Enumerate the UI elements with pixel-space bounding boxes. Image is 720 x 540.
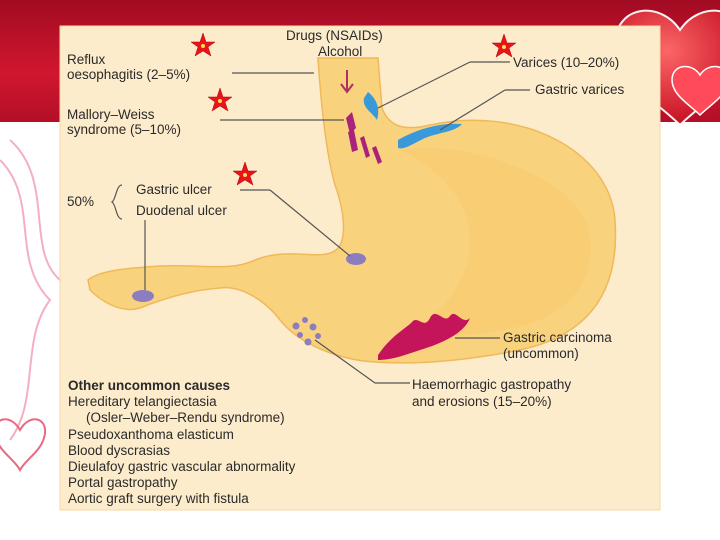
alcohol-label: Alcohol — [318, 44, 363, 59]
erosions-mark — [292, 317, 321, 346]
gastric-ulcer-label: Gastric ulcer — [136, 182, 212, 197]
left-swirl-decoration — [0, 139, 61, 441]
oesophageal-varices — [363, 92, 379, 120]
uncommon-cause-item: Aortic graft surgery with fistula — [68, 491, 249, 506]
uncommon-cause-item: Pseudoxanthoma elasticum — [68, 427, 234, 442]
duodenal-ulcer-mark — [132, 290, 154, 302]
gastric-varices-label: Gastric varices — [535, 82, 625, 97]
uncommon-cause-item: Dieulafoy gastric vascular abnormality — [68, 459, 296, 474]
gastric-ulcer-mark — [346, 253, 366, 265]
reflux-label-line1: Reflux — [67, 52, 106, 67]
stomach-shading — [400, 148, 591, 336]
gastric-carcinoma-label-line2: (uncommon) — [503, 346, 579, 361]
mallory-weiss-tear — [346, 112, 382, 164]
drugs-label: Drugs (NSAIDs) — [286, 28, 383, 43]
gastric-carcinoma-label-line1: Gastric carcinoma — [503, 330, 612, 345]
leader-lines — [110, 61, 530, 384]
reflux-label-line2: oesophagitis (2–5%) — [67, 67, 191, 82]
uncommon-cause-item: Portal gastropathy — [68, 475, 178, 490]
gastric-varices-mark — [398, 123, 462, 149]
alcohol-arrow — [340, 70, 354, 94]
fifty-percent-label: 50% — [67, 194, 95, 209]
duodenal-ulcer-label: Duodenal ulcer — [136, 203, 227, 218]
uncommon-cause-item: (Osler–Weber–Rendu syndrome) — [86, 410, 285, 425]
heart-outline-icon — [0, 418, 47, 473]
mallory-weiss-label-line1: Mallory–Weiss — [67, 107, 155, 122]
mallory-weiss-label-line2: syndrome (5–10%) — [67, 122, 182, 137]
gastric-carcinoma-mark — [378, 313, 470, 360]
uncommon-cause-item: Blood dyscrasias — [68, 443, 171, 458]
uncommon-causes-heading: Other uncommon causes — [68, 378, 231, 393]
uncommon-cause-item: Hereditary telangiectasia — [68, 394, 217, 409]
varices-label: Varices (10–20%) — [513, 55, 620, 70]
haemorrhagic-label-line1: Haemorrhagic gastropathy — [412, 377, 572, 392]
haemorrhagic-label-line2: and erosions (15–20%) — [412, 394, 552, 409]
